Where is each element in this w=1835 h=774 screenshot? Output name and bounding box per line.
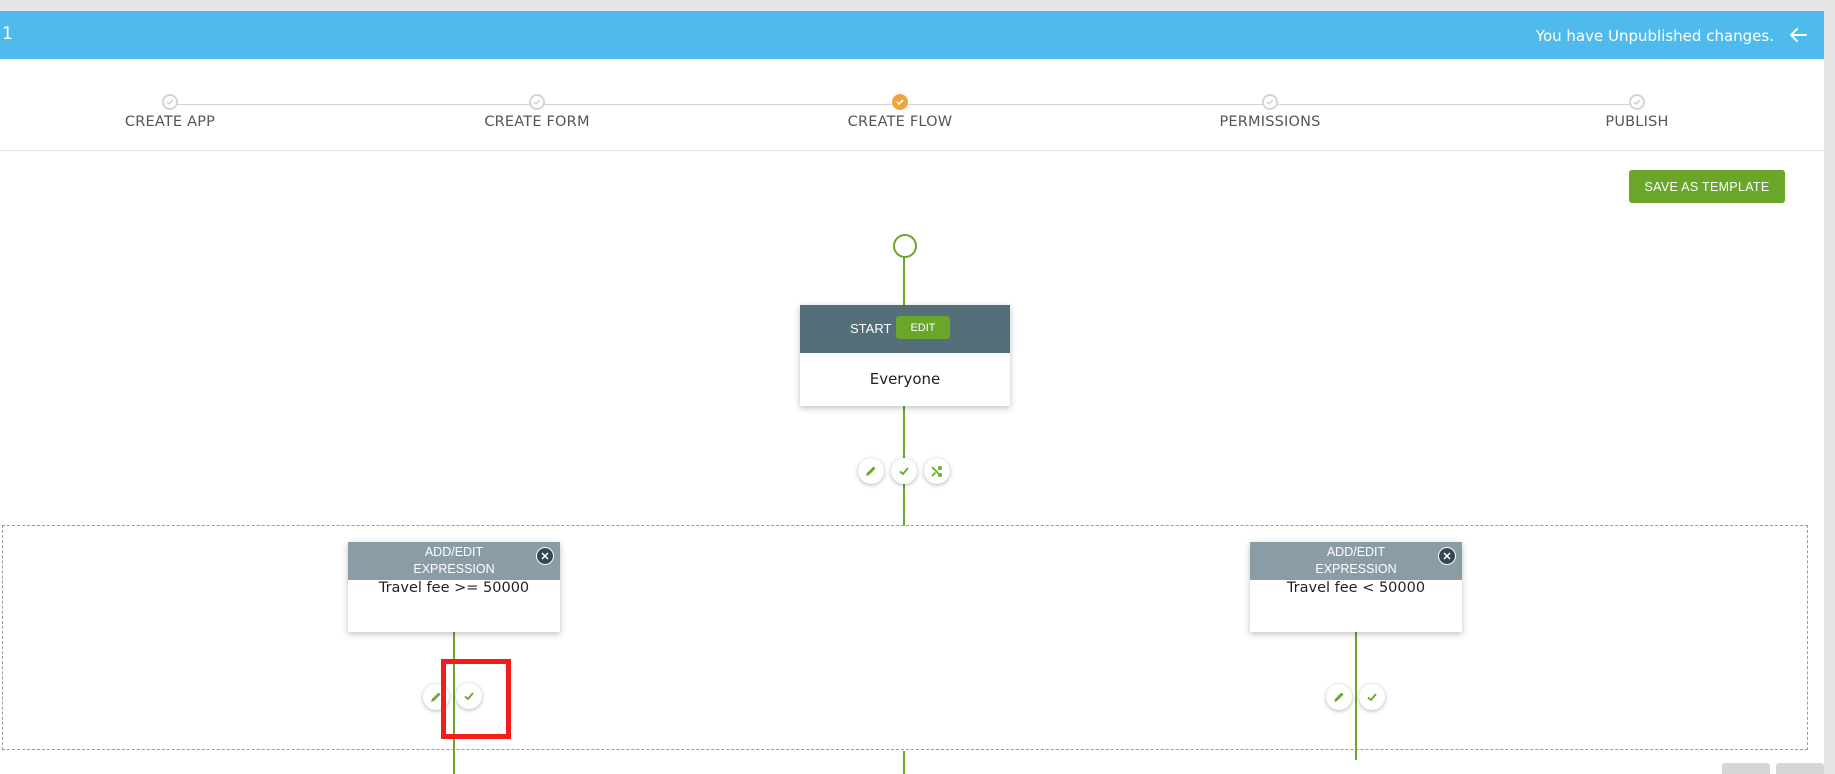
start-node-assignee: Everyone	[869, 370, 941, 388]
start-node-card[interactable]: START EDIT Everyone	[800, 305, 1010, 406]
step-done-icon	[529, 94, 545, 110]
add-step-button[interactable]	[1326, 684, 1352, 710]
expression-text: Travel fee < 50000	[1286, 580, 1426, 596]
add-approval-button[interactable]	[1359, 684, 1385, 710]
flow-start-circle	[893, 234, 917, 258]
close-icon[interactable]	[536, 547, 554, 565]
step-pending-icon	[1629, 94, 1645, 110]
check-icon	[1367, 693, 1377, 702]
step-label: CREATE FORM	[484, 114, 590, 130]
expression-header-line: ADD/EDIT	[424, 545, 484, 559]
step-label: CREATE FLOW	[847, 114, 953, 130]
step-create-flow[interactable]: CREATE FLOW	[770, 94, 1030, 130]
expression-header[interactable]: ADD/EDIT EXPRESSION	[1250, 542, 1462, 580]
flow-builder-window: 1 You have Unpublished changes. CREATE A…	[0, 11, 1824, 774]
expression-card[interactable]: ADD/EDIT EXPRESSION Travel fee >= 50000	[348, 542, 560, 632]
connector-line	[903, 256, 905, 305]
step-permissions[interactable]: PERMISSIONS	[1140, 94, 1400, 130]
step-label: CREATE APP	[124, 114, 216, 130]
arrow-left-icon[interactable]	[1788, 25, 1808, 45]
condition-branch-group	[2, 525, 1808, 750]
shuffle-icon	[931, 466, 942, 477]
top-bar: 1 You have Unpublished changes.	[0, 11, 1824, 59]
start-edit-button[interactable]: EDIT	[896, 316, 950, 339]
start-node-header: START EDIT	[800, 305, 1010, 353]
connector-line	[903, 751, 905, 774]
unpublished-changes-text: You have Unpublished changes.	[1535, 27, 1774, 45]
connector-line	[1355, 632, 1357, 760]
step-done-icon	[162, 94, 178, 110]
expression-text: Travel fee >= 50000	[378, 580, 530, 596]
add-approval-button[interactable]	[891, 458, 917, 484]
expression-header-line: EXPRESSION	[1315, 562, 1397, 576]
step-label: PUBLISH	[1605, 114, 1669, 130]
wizard-stepper: CREATE APP CREATE FORM CREATE FLOW PERMI…	[0, 59, 1824, 151]
step-create-form[interactable]: CREATE FORM	[407, 94, 667, 130]
pencil-icon	[431, 692, 441, 702]
save-as-template-button[interactable]: SAVE AS TEMPLATE	[1629, 170, 1785, 203]
zoom-in-button[interactable]	[1776, 763, 1824, 774]
step-active-icon	[892, 94, 908, 110]
connector-line	[453, 632, 455, 774]
add-condition-button[interactable]	[924, 458, 950, 484]
step-publish[interactable]: PUBLISH	[1507, 94, 1767, 130]
zoom-out-button[interactable]	[1722, 763, 1770, 774]
add-step-button[interactable]	[423, 684, 449, 710]
pencil-icon	[1334, 692, 1344, 702]
check-icon	[899, 467, 909, 476]
expression-header[interactable]: ADD/EDIT EXPRESSION	[348, 542, 560, 580]
step-create-app[interactable]: CREATE APP	[40, 94, 300, 130]
close-icon[interactable]	[1438, 547, 1456, 565]
pencil-icon	[866, 466, 876, 476]
step-label: PERMISSIONS	[1219, 114, 1321, 130]
expression-card[interactable]: ADD/EDIT EXPRESSION Travel fee < 50000	[1250, 542, 1462, 632]
expression-header-line: ADD/EDIT	[1326, 545, 1386, 559]
expression-header-line: EXPRESSION	[413, 562, 495, 576]
add-step-button[interactable]	[858, 458, 884, 484]
check-icon	[464, 692, 474, 701]
add-approval-button[interactable]	[456, 683, 482, 709]
step-pending-icon	[1262, 94, 1278, 110]
start-node-title: START	[850, 321, 892, 336]
app-number: 1	[2, 24, 13, 44]
